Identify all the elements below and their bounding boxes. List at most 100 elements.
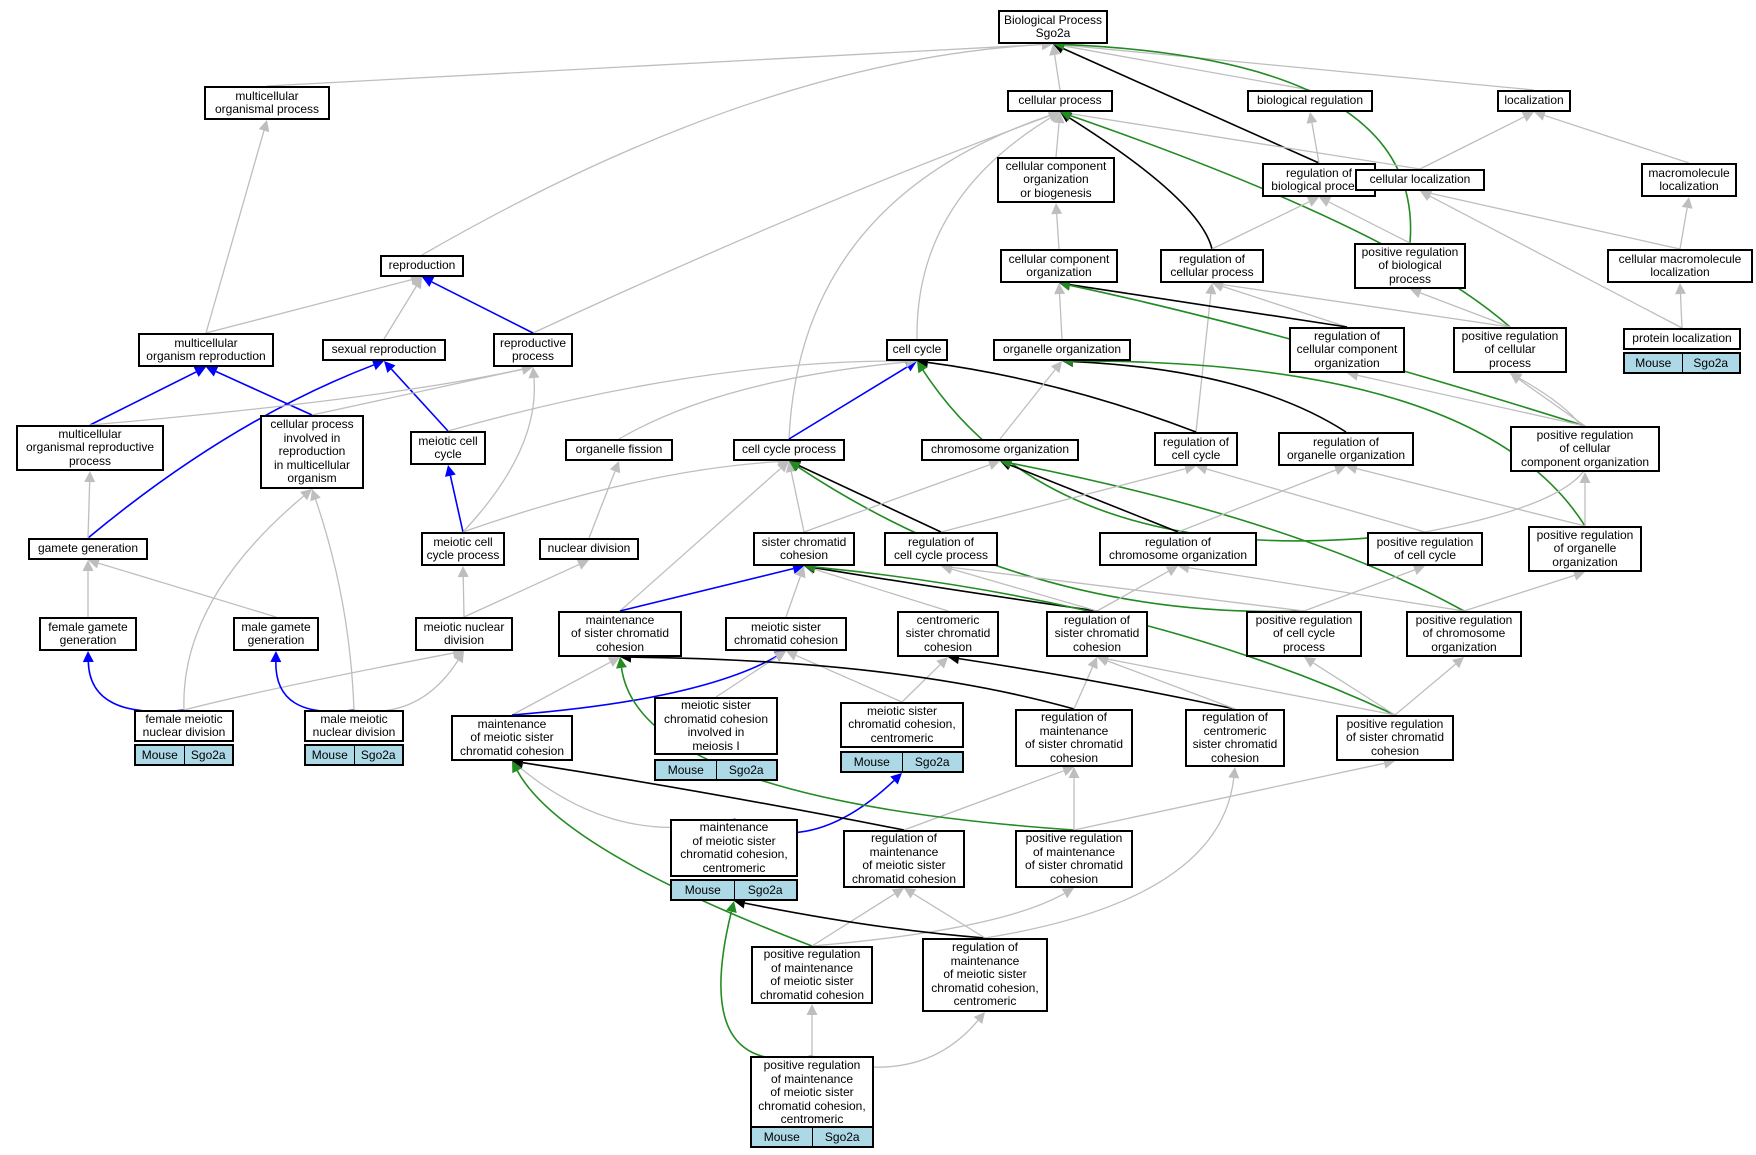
- term-node-regulation-of-cell-cycle-process[interactable]: regulation of cell cycle process: [884, 532, 998, 566]
- is-a-edge: [1195, 293, 1212, 433]
- term-node-meiotic-sister-chromatid-cohesion[interactable]: meiotic sister chromatid cohesion: [725, 617, 847, 651]
- term-node-female-meiotic-nuclear-division[interactable]: female meiotic nuclear division: [134, 710, 234, 742]
- part-of-arrowhead: [890, 773, 902, 785]
- term-node-chromosome-organization[interactable]: chromosome organization: [921, 439, 1079, 461]
- term-node-regulation-of-cell-cycle[interactable]: regulation of cell cycle: [1154, 432, 1238, 466]
- term-node-positive-regulation-of-cell-cycle-process[interactable]: positive regulation of cell cycle proces…: [1246, 611, 1362, 657]
- is-a-edge: [715, 656, 778, 698]
- is-a-edge: [1107, 658, 1396, 716]
- annotation-gene[interactable]: Sgo2a: [1681, 354, 1740, 372]
- term-node-multicellular-organism-reproduction[interactable]: multicellular organism reproduction: [138, 333, 274, 367]
- term-node-protein-localization[interactable]: protein localization: [1623, 328, 1741, 350]
- term-node-positive-regulation-of-biological-process[interactable]: positive regulation of biological proces…: [1354, 243, 1466, 289]
- term-node-positive-regulation-of-sister-chromatid-cohesion[interactable]: positive regulation of sister chromatid …: [1336, 715, 1454, 761]
- annotation-gene[interactable]: Sgo2a: [901, 753, 963, 771]
- term-node-cellular-process-involved-in-reproduction[interactable]: cellular process involved in reproductio…: [260, 415, 364, 489]
- is-a-edge: [1055, 122, 1060, 158]
- regulates-edge: [630, 656, 1075, 710]
- term-node-maintenance-of-sister-chromatid-cohesion[interactable]: maintenance of sister chromatid cohesion: [558, 611, 682, 657]
- annotation-gene[interactable]: Sgo2a: [733, 881, 797, 899]
- term-node-positive-regulation-of-maintenance-of-meiotic-sister-chromatid-cohesion[interactable]: positive regulation of maintenance of me…: [751, 946, 873, 1004]
- term-node-reproduction[interactable]: reproduction: [380, 255, 464, 277]
- term-node-cellular-process[interactable]: cellular process: [1007, 90, 1113, 112]
- term-node-cell-cycle-process[interactable]: cell cycle process: [733, 439, 845, 461]
- term-node-macromolecule-localization[interactable]: macromolecule localization: [1641, 163, 1737, 197]
- term-node-nuclear-division[interactable]: nuclear division: [539, 538, 639, 560]
- positively-regulates-arrowhead: [917, 361, 928, 374]
- term-node-positive-regulation-of-maintenance-of-meiotic-sister-chromatid-cohesion-centromeric[interactable]: positive regulation of maintenance of me…: [750, 1056, 874, 1130]
- is-a-edge: [462, 461, 779, 533]
- term-node-meiotic-sister-chromatid-cohesion-involved-in-meiosis-i[interactable]: meiotic sister chromatid cohesion involv…: [654, 697, 778, 755]
- is-a-edge: [618, 361, 907, 440]
- term-node-localization[interactable]: localization: [1497, 90, 1571, 112]
- is-a-edge: [205, 130, 265, 334]
- term-node-regulation-of-centromeric-sister-chromatid-cohesion[interactable]: regulation of centromeric sister chromat…: [1185, 709, 1285, 767]
- term-node-cell-cycle[interactable]: cell cycle: [886, 339, 948, 361]
- part-of-edge: [87, 661, 185, 713]
- term-node-meiotic-cell-cycle[interactable]: meiotic cell cycle: [410, 431, 486, 465]
- term-node-positive-regulation-of-organelle-organization[interactable]: positive regulation of organelle organiz…: [1528, 526, 1642, 572]
- is-a-arrowhead: [1333, 464, 1346, 476]
- term-node-regulation-of-maintenance-of-sister-chromatid-cohesion[interactable]: regulation of maintenance of sister chro…: [1015, 709, 1133, 767]
- term-node-bp[interactable]: Biological Process Sgo2a: [998, 10, 1108, 44]
- term-node-cellular-localization[interactable]: cellular localization: [1355, 169, 1485, 191]
- term-node-ccob[interactable]: cellular component organization or bioge…: [997, 157, 1115, 203]
- term-node-reproductive-process[interactable]: reproductive process: [493, 333, 573, 367]
- annotation-gene[interactable]: Sgo2a: [353, 746, 403, 764]
- is-a-arrowhead: [1049, 44, 1061, 56]
- term-node-regulation-of-chromosome-organization[interactable]: regulation of chromosome organization: [1099, 532, 1257, 566]
- term-node-centromeric-sister-chromatid-cohesion[interactable]: centromeric sister chromatid cohesion: [897, 611, 999, 657]
- term-node-positive-regulation-of-chromosome-organization[interactable]: positive regulation of chromosome organi…: [1406, 611, 1522, 657]
- annotation-gene[interactable]: Sgo2a: [715, 761, 777, 779]
- is-a-edge: [183, 652, 454, 711]
- is-a-arrowhead: [806, 1004, 818, 1015]
- term-node-regulation-of-maintenance-of-meiotic-sister-chromatid-cohesion-centromeric[interactable]: regulation of maintenance of meiotic sis…: [922, 938, 1048, 1012]
- is-a-edge: [619, 467, 782, 612]
- positively-regulates-arrowhead: [512, 761, 523, 774]
- term-node-regulation-of-organelle-organization[interactable]: regulation of organelle organization: [1278, 432, 1414, 466]
- term-node-positive-regulation-of-cellular-process[interactable]: positive regulation of cellular process: [1453, 327, 1567, 373]
- term-node-regulation-of-ccorg[interactable]: regulation of cellular component organiz…: [1289, 327, 1405, 373]
- term-node-cellular-component-organization[interactable]: cellular component organization: [1000, 249, 1118, 283]
- term-node-positive-regulation-of-maintenance-of-sister-chromatid-cohesion[interactable]: positive regulation of maintenance of si…: [1015, 830, 1133, 888]
- term-node-biological-regulation[interactable]: biological regulation: [1247, 90, 1373, 112]
- term-node-sister-chromatid-cohesion[interactable]: sister chromatid cohesion: [753, 532, 855, 566]
- is-a-arrowhead: [1681, 197, 1693, 209]
- term-node-maintenance-of-meiotic-sister-chromatid-cohesion-centromeric[interactable]: maintenance of meiotic sister chromatid …: [670, 819, 798, 877]
- term-node-multicellular-organismal-process[interactable]: multicellular organismal process: [204, 86, 330, 120]
- is-a-edge: [1177, 469, 1336, 533]
- is-a-edge: [795, 654, 903, 703]
- positively-regulates-edge: [1010, 462, 1465, 612]
- term-node-meiotic-cell-cycle-process[interactable]: meiotic cell cycle process: [421, 532, 505, 566]
- term-node-gamete-generation[interactable]: gamete generation: [28, 538, 148, 560]
- term-node-cellular-macromolecule-localization[interactable]: cellular macromolecule localization: [1607, 249, 1753, 283]
- term-node-male-gamete-generation[interactable]: male gamete generation: [233, 617, 319, 651]
- annotation-gene[interactable]: Sgo2a: [183, 746, 233, 764]
- term-node-male-meiotic-nuclear-division[interactable]: male meiotic nuclear division: [304, 710, 404, 742]
- term-node-meiotic-nuclear-division[interactable]: meiotic nuclear division: [415, 617, 513, 651]
- term-node-organelle-fission[interactable]: organelle fission: [565, 439, 673, 461]
- part-of-arrowhead: [82, 651, 94, 663]
- term-node-sexual-reproduction[interactable]: sexual reproduction: [322, 339, 446, 361]
- term-node-maintenance-of-meiotic-sister-chromatid-cohesion[interactable]: maintenance of meiotic sister chromatid …: [451, 715, 573, 761]
- term-node-regulation-of-cellular-process[interactable]: regulation of cellular process: [1160, 249, 1264, 283]
- term-node-organelle-organization[interactable]: organelle organization: [993, 339, 1131, 361]
- is-a-arrowhead: [1572, 570, 1585, 581]
- is-a-edge: [353, 659, 459, 713]
- term-node-multicellular-organismal-reproductive-process[interactable]: multicellular organismal reproductive pr…: [16, 425, 164, 471]
- term-node-regulation-of-sister-chromatid-cohesion[interactable]: regulation of sister chromatid cohesion: [1046, 611, 1148, 657]
- is-a-arrowhead: [1420, 191, 1433, 201]
- is-a-edge: [311, 368, 523, 416]
- term-node-positive-regulation-of-cell-cycle[interactable]: positive regulation of cell cycle: [1367, 532, 1483, 566]
- term-node-regulation-of-maintenance-of-meiotic-sister-chromatid-cohesion[interactable]: regulation of maintenance of meiotic sis…: [843, 830, 965, 888]
- part-of-arrowhead: [422, 277, 435, 287]
- annotation-species: Mouse: [667, 763, 704, 777]
- term-node-female-gamete-generation[interactable]: female gamete generation: [39, 617, 137, 651]
- annotation-gene[interactable]: Sgo2a: [811, 1128, 873, 1146]
- term-node-meiotic-sister-chromatid-cohesion-centromeric[interactable]: meiotic sister chromatid cohesion, centr…: [840, 702, 964, 748]
- is-a-edge: [1328, 201, 1411, 244]
- term-node-positive-regulation-of-ccorg[interactable]: positive regulation of cellular componen…: [1510, 426, 1660, 472]
